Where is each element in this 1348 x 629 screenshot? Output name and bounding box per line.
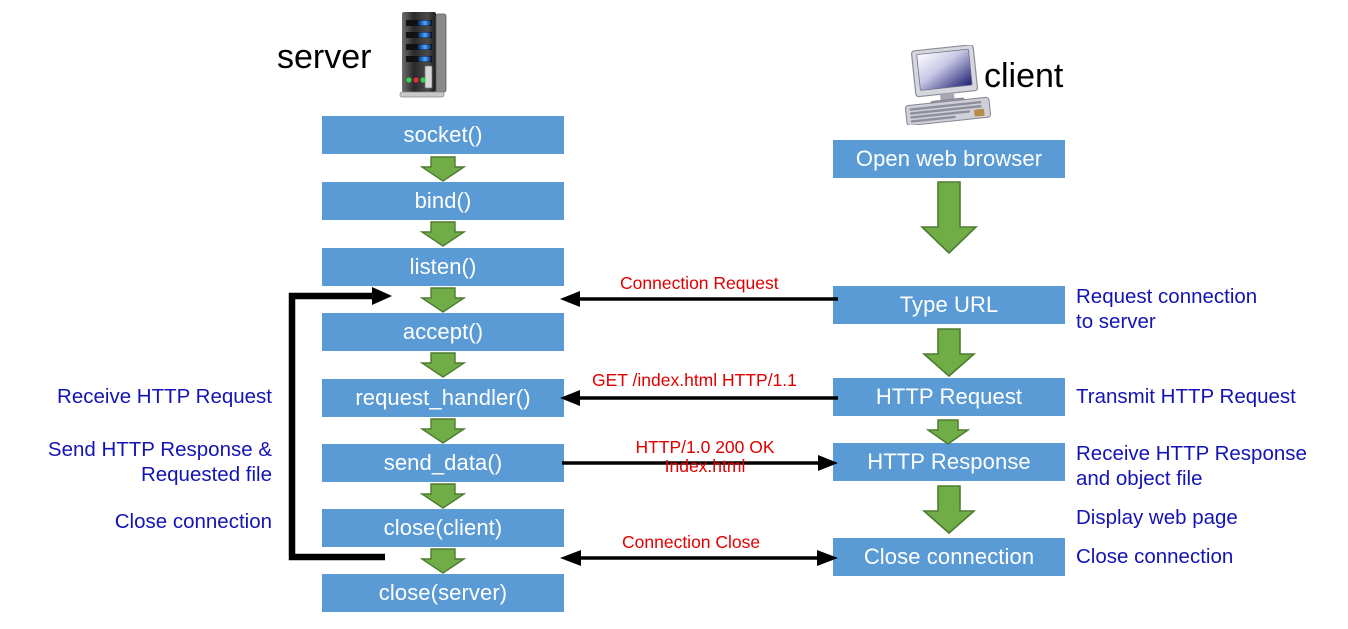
message-label-http-get: GET /index.html HTTP/1.1 (592, 370, 797, 390)
server-annotation-close-connection: Close connection (0, 509, 272, 534)
message-label-http-response-line2: Index.html (664, 456, 746, 476)
server-annotation-send-http-response: Send HTTP Response & Requested file (0, 437, 272, 487)
client-annotation-close-connection-line1: Close connection (1076, 545, 1234, 568)
flow-arrow-http-request-to-http-response (925, 419, 971, 445)
server-step-socket[interactable]: socket() (322, 116, 564, 154)
client-annotation-request-connection: Request connection to server (1076, 284, 1257, 334)
server-step-send-data[interactable]: send_data() (322, 444, 564, 482)
client-annotation-receive-http-response-line2: and object file (1076, 467, 1203, 490)
server-step-accept[interactable]: accept() (322, 313, 564, 351)
server-title: server (277, 38, 372, 76)
client-annotation-receive-http-response: Receive HTTP Response and object file (1076, 441, 1307, 491)
flow-arrow-type-url-to-http-request (921, 328, 977, 378)
client-annotation-display-web-page: Display web page (1076, 505, 1238, 530)
server-tower-icon (398, 8, 450, 100)
server-annotation-close-connection-line1: Close connection (114, 510, 272, 533)
client-annotation-close-connection: Close connection (1076, 544, 1233, 569)
message-label-http-response: HTTP/1.0 200 OK Index.html (592, 438, 818, 476)
flow-arrow-close-client-to-close-server (420, 548, 466, 574)
client-annotation-request-connection-line2: to server (1076, 310, 1156, 333)
flow-arrow-send-data-to-close-client (420, 483, 466, 509)
flow-arrow-socket-to-bind (420, 156, 466, 182)
server-step-close-client[interactable]: close(client) (322, 509, 564, 547)
flow-arrow-listen-to-accept (420, 287, 466, 313)
flow-arrow-bind-to-listen (420, 221, 466, 247)
loopback-arrow-close-client-to-accept (280, 282, 400, 572)
server-annotation-receive-http-request: Receive HTTP Request (0, 384, 272, 409)
message-arrow-http-response (562, 452, 838, 474)
message-label-connection-close: Connection Close (622, 532, 761, 552)
client-step-http-response[interactable]: HTTP Response (833, 443, 1065, 481)
message-arrow-http-get (560, 387, 838, 409)
desktop-computer-icon (900, 45, 1005, 125)
client-step-open-web-browser[interactable]: Open web browser (833, 140, 1065, 178)
client-annotation-transmit-http-request: Transmit HTTP Request (1076, 384, 1296, 409)
message-label-connection-request: Connection Request (620, 273, 779, 293)
client-annotation-receive-http-response-line1: Receive HTTP Response (1076, 442, 1307, 465)
flow-arrow-browser-to-type-url (919, 181, 979, 255)
message-arrow-connection-request (560, 288, 838, 310)
client-step-type-url[interactable]: Type URL (833, 286, 1065, 324)
flow-arrow-accept-to-request-handler (420, 352, 466, 378)
message-label-http-response-line1: HTTP/1.0 200 OK (635, 437, 775, 457)
client-annotation-display-web-page-line1: Display web page (1076, 506, 1238, 529)
client-annotation-request-connection-line1: Request connection (1076, 285, 1258, 308)
client-title: client (984, 57, 1064, 95)
flow-arrow-http-response-to-close-connection (921, 485, 977, 535)
server-annotation-send-http-response-line1: Send HTTP Response & (47, 438, 272, 461)
server-step-request-handler[interactable]: request_handler() (322, 379, 564, 417)
flow-arrow-request-handler-to-send-data (420, 418, 466, 444)
client-step-http-request[interactable]: HTTP Request (833, 378, 1065, 416)
server-annotation-send-http-response-line2: Requested file (140, 463, 272, 486)
message-arrow-connection-close (560, 547, 838, 569)
client-step-close-connection[interactable]: Close connection (833, 538, 1065, 576)
server-step-listen[interactable]: listen() (322, 248, 564, 286)
server-annotation-receive-http-request-line1: Receive HTTP Request (57, 385, 272, 408)
server-step-close-server[interactable]: close(server) (322, 574, 564, 612)
server-step-bind[interactable]: bind() (322, 182, 564, 220)
client-annotation-transmit-http-request-line1: Transmit HTTP Request (1076, 385, 1296, 408)
